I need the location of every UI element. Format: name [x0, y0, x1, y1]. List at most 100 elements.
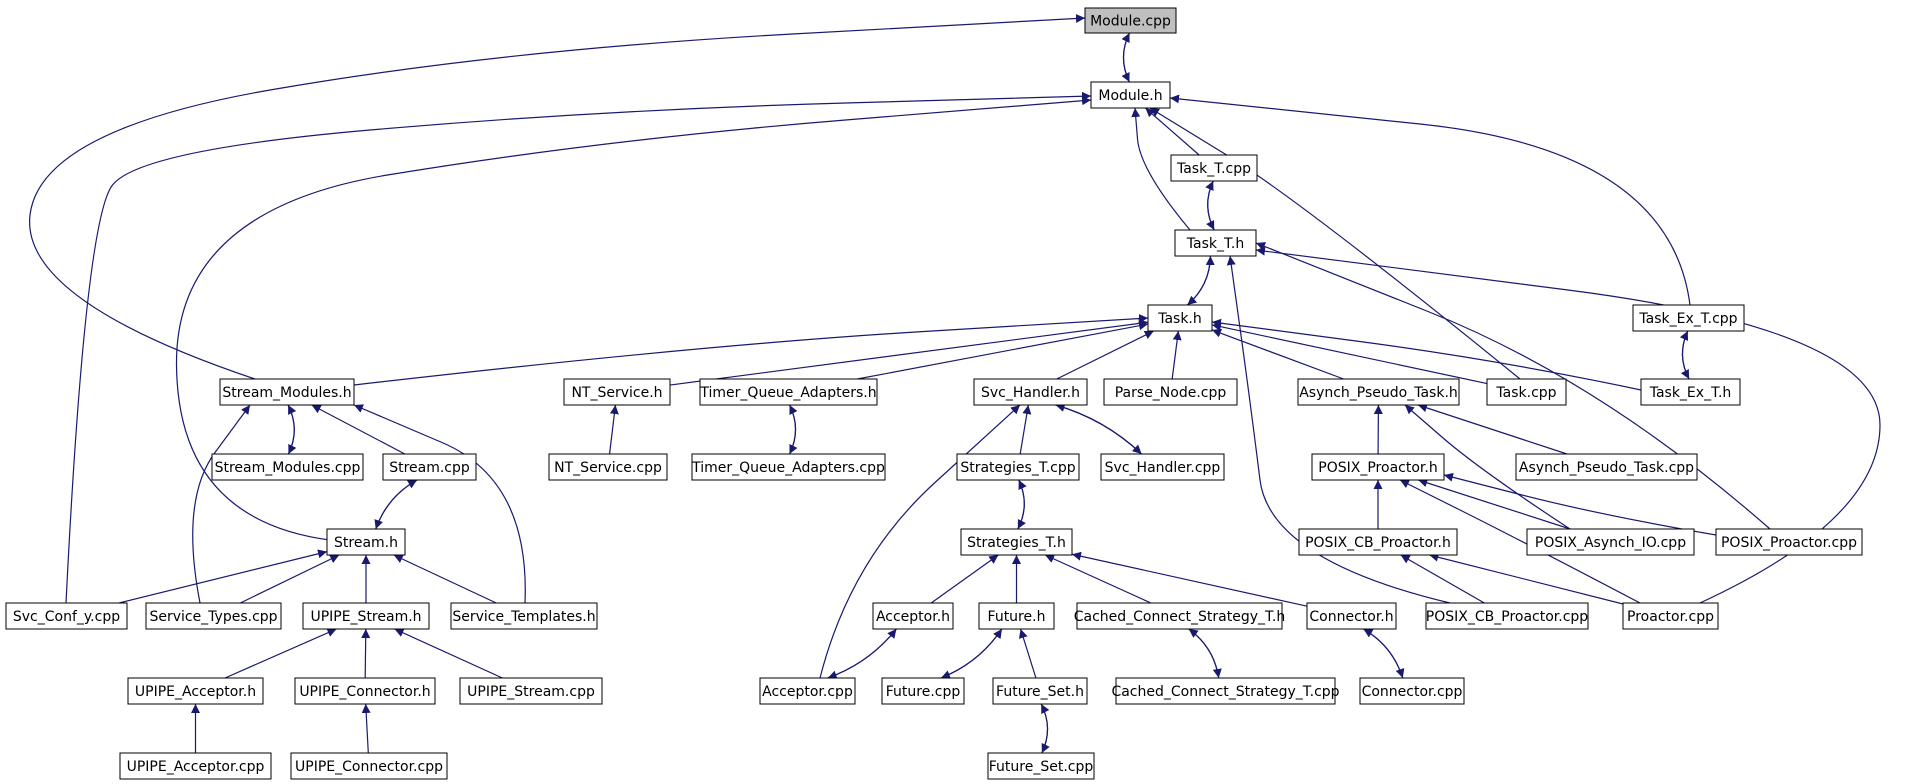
node-box [1486, 378, 1567, 406]
node-label: Asynch_Pseudo_Task.h [1299, 385, 1458, 401]
node-box [382, 453, 477, 481]
node-acceptor-cpp[interactable]: Acceptor.cpp [759, 677, 856, 705]
node-stream-h[interactable]: Stream.h [326, 528, 406, 556]
edge-stream-cpp-to-stream-h [374, 479, 418, 530]
node-strategies-t-cpp[interactable]: Strategies_T.cpp [956, 453, 1080, 481]
node-label: Timer_Queue_Adapters.cpp [691, 460, 885, 476]
node-stream-modules-cpp[interactable]: Stream_Modules.cpp [211, 453, 364, 481]
node-svc-handler-h[interactable]: Svc_Handler.h [973, 378, 1088, 406]
node-box [987, 752, 1095, 780]
node-label: Acceptor.h [876, 609, 950, 625]
node-box [1297, 378, 1460, 406]
edge-upipe-stream-cpp-to-upipe-stream-h [394, 628, 503, 679]
node-task-ex-t-cpp[interactable]: Task_Ex_T.cpp [1632, 304, 1745, 332]
node-stream-cpp[interactable]: Stream.cpp [382, 453, 477, 481]
node-connector-cpp[interactable]: Connector.cpp [1359, 677, 1465, 705]
node-nt-service-h[interactable]: NT_Service.h [563, 378, 671, 406]
node-box [956, 453, 1080, 481]
node-posix-proactor-cpp[interactable]: POSIX_Proactor.cpp [1715, 528, 1863, 556]
node-box [548, 453, 668, 481]
node-label: Task_T.h [1186, 236, 1244, 252]
node-stream-modules-h[interactable]: Stream_Modules.h [219, 378, 355, 406]
node-proactor-cpp[interactable]: Proactor.cpp [1622, 602, 1719, 630]
node-upipe-connector-cpp[interactable]: UPIPE_Connector.cpp [290, 752, 448, 780]
node-connector-h[interactable]: Connector.h [1306, 602, 1397, 630]
edge-upipe-acceptor-h-to-upipe-stream-h [224, 628, 337, 679]
node-nt-service-cpp[interactable]: NT_Service.cpp [548, 453, 668, 481]
node-timer-queue-adapters-h[interactable]: Timer_Queue_Adapters.h [699, 378, 878, 406]
node-module-cpp[interactable]: Module.cpp [1084, 7, 1177, 34]
node-box [5, 602, 128, 630]
edges-layer [29, 13, 1881, 754]
edge-upipe-connector-cpp-to-upipe-connector-h [361, 703, 371, 754]
edge-stream-h-to-stream-cpp [375, 479, 418, 530]
node-posix-proactor-h[interactable]: POSIX_Proactor.h [1311, 453, 1445, 481]
edge-nt-service-h-to-task-h [669, 318, 1149, 386]
node-box [294, 677, 436, 705]
edge-svc-conf-y-cpp-to-stream-h [118, 549, 328, 604]
node-upipe-acceptor-h[interactable]: UPIPE_Acceptor.h [127, 677, 264, 705]
node-task-t-h[interactable]: Task_T.h [1174, 229, 1257, 257]
node-label: Stream.cpp [389, 460, 470, 476]
node-label: Task.cpp [1495, 385, 1556, 401]
node-label: POSIX_CB_Proactor.h [1305, 535, 1451, 551]
node-svc-conf-y-cpp[interactable]: Svc_Conf_y.cpp [5, 602, 128, 630]
edge-posix-cb-proactor-cpp-to-posix-cb-proactor-h [1400, 554, 1485, 604]
node-box [1090, 81, 1171, 109]
node-box [450, 602, 598, 630]
node-timer-queue-adapters-cpp[interactable]: Timer_Queue_Adapters.cpp [691, 453, 886, 481]
node-box [1640, 378, 1741, 406]
node-strategies-t-h[interactable]: Strategies_T.h [960, 528, 1073, 556]
node-upipe-connector-h[interactable]: UPIPE_Connector.h [294, 677, 436, 705]
edge-future-h-to-future-cpp [940, 628, 1003, 679]
node-label: Cached_Connect_Strategy_T.cpp [1111, 684, 1339, 700]
node-future-set-cpp[interactable]: Future_Set.cpp [987, 752, 1095, 780]
node-label: Future.cpp [886, 684, 961, 700]
node-asynch-pseudo-task-h[interactable]: Asynch_Pseudo_Task.h [1297, 378, 1460, 406]
node-box [145, 602, 282, 630]
node-posix-cb-proactor-cpp[interactable]: POSIX_CB_Proactor.cpp [1425, 602, 1589, 630]
node-acceptor-h[interactable]: Acceptor.h [872, 602, 954, 630]
node-label: Connector.h [1309, 609, 1393, 625]
node-upipe-acceptor-cpp[interactable]: UPIPE_Acceptor.cpp [119, 752, 272, 780]
node-service-types-cpp[interactable]: Service_Types.cpp [145, 602, 282, 630]
node-label: Future_Set.h [996, 684, 1084, 700]
node-box [759, 677, 856, 705]
node-label: Task.h [1157, 311, 1202, 327]
node-service-templates-h[interactable]: Service_Templates.h [450, 602, 598, 630]
node-label: UPIPE_Acceptor.cpp [127, 759, 265, 775]
node-future-h[interactable]: Future.h [978, 602, 1055, 630]
node-label: Stream_Modules.cpp [215, 460, 361, 476]
node-posix-asynch-io-cpp[interactable]: POSIX_Asynch_IO.cpp [1526, 528, 1695, 556]
node-label: Task_Ex_T.cpp [1638, 311, 1737, 327]
edge-parse-node-cpp-to-task-h [1171, 330, 1182, 380]
node-cached-connect-strategy-t-h[interactable]: Cached_Connect_Strategy_T.h [1074, 602, 1286, 630]
node-future-cpp[interactable]: Future.cpp [881, 677, 965, 705]
node-label: Service_Types.cpp [149, 609, 277, 625]
edge-future-set-h-to-future-h [1018, 628, 1037, 679]
node-label: Module.cpp [1090, 14, 1171, 30]
edge-stream-modules-h-to-module-cpp [29, 13, 1086, 380]
node-label: Task_T.cpp [1176, 161, 1251, 177]
node-svc-handler-cpp[interactable]: Svc_Handler.cpp [1100, 453, 1225, 481]
node-upipe-stream-h[interactable]: UPIPE_Stream.h [302, 602, 430, 630]
node-cached-connect-strategy-t-cpp[interactable]: Cached_Connect_Strategy_T.cpp [1111, 677, 1340, 705]
edge-posix-cb-proactor-cpp-to-task-t-h [1226, 255, 1451, 604]
edge-upipe-connector-h-to-upipe-stream-h [361, 628, 371, 679]
node-box [992, 677, 1088, 705]
node-posix-cb-proactor-h[interactable]: POSIX_CB_Proactor.h [1298, 528, 1458, 556]
node-parse-node-cpp[interactable]: Parse_Node.cpp [1103, 378, 1238, 406]
node-box [1306, 602, 1397, 630]
node-label: Svc_Handler.cpp [1105, 460, 1221, 476]
node-task-t-cpp[interactable]: Task_T.cpp [1170, 154, 1258, 182]
node-task-h[interactable]: Task.h [1147, 304, 1213, 332]
node-future-set-h[interactable]: Future_Set.h [992, 677, 1088, 705]
node-upipe-stream-cpp[interactable]: UPIPE_Stream.cpp [459, 677, 603, 705]
node-label: Strategies_T.h [967, 535, 1066, 551]
node-asynch-pseudo-task-cpp[interactable]: Asynch_Pseudo_Task.cpp [1515, 453, 1698, 481]
node-task-cpp[interactable]: Task.cpp [1486, 378, 1567, 406]
node-box [1103, 378, 1238, 406]
node-module-h[interactable]: Module.h [1090, 81, 1171, 109]
node-task-ex-t-h[interactable]: Task_Ex_T.h [1640, 378, 1741, 406]
node-box [1084, 7, 1177, 34]
